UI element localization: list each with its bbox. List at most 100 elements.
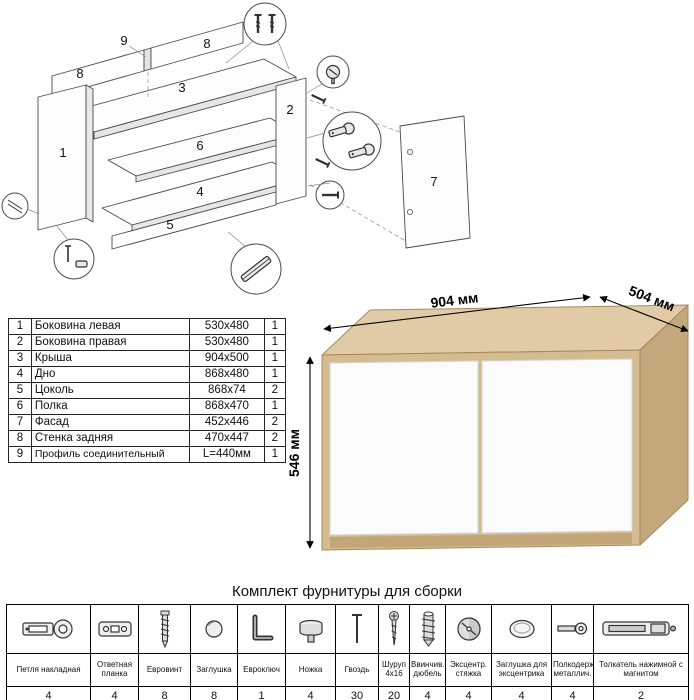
part-name: Цоколь xyxy=(30,382,191,399)
back-panel-right xyxy=(150,21,244,70)
hardware-qty: 2 xyxy=(593,686,689,700)
cam-glyph xyxy=(325,64,341,85)
hardware-name: Петля накладная xyxy=(6,653,91,687)
hinge-glyph xyxy=(348,143,375,159)
part-label-1: 1 xyxy=(59,145,66,160)
part-size: L=440мм xyxy=(189,446,265,463)
push-latch-icon xyxy=(593,604,689,654)
screw-glyph xyxy=(315,158,331,169)
hardware-names-row: Петля накладная Ответная планка Евровинт… xyxy=(6,653,689,687)
part-size: 904x500 xyxy=(189,350,265,367)
dimension-arrows xyxy=(306,294,689,549)
foot-icon xyxy=(285,604,336,654)
cabinet-door-left xyxy=(329,360,479,536)
part-name: Профиль соединительный xyxy=(30,446,191,463)
cam-cap-icon xyxy=(491,604,552,654)
hardware-name: Эксцентр. стяжка xyxy=(445,653,492,687)
part-name: Крыша xyxy=(30,350,191,367)
hinge-mount-dots xyxy=(406,148,413,215)
cam-lock-icon xyxy=(445,604,492,654)
cabinet-3d-view: 904 мм 504 мм 546 мм xyxy=(288,283,689,551)
part-name: Боковина правая xyxy=(30,334,191,351)
part-name: Стенка задняя xyxy=(30,430,191,447)
hardware-name: Шуруп 4х16 xyxy=(378,653,410,687)
hinge-icon xyxy=(6,604,91,654)
hardware-name: Ввинчив. дюбель xyxy=(409,653,446,687)
hex-key-icon xyxy=(237,604,286,654)
hardware-qty: 4 xyxy=(491,686,552,700)
table-row: 2 Боковина правая 530x480 1 xyxy=(8,334,287,351)
hardware-name: Полкодерж. металлич. xyxy=(551,653,594,687)
part-number: 4 xyxy=(8,366,32,383)
callout-foot-circle xyxy=(53,238,95,280)
table-row: 8 Стенка задняя 470x447 2 xyxy=(8,430,287,447)
part-label-8b: 8 xyxy=(203,36,210,51)
height-dimension-label: 546 мм xyxy=(288,429,302,477)
screw-dowel-icon xyxy=(409,604,446,654)
nail-glyph xyxy=(65,245,71,262)
table-row: 5 Цоколь 868x74 2 xyxy=(8,382,287,399)
part-label-9: 9 xyxy=(120,33,127,48)
hardware-name: Ответная планка xyxy=(90,653,139,687)
left-side-panel-edge xyxy=(85,84,94,223)
hardware-kit-table: Петля накладная Ответная планка Евровинт… xyxy=(6,604,689,700)
hardware-name: Толкатель нажимной с магнитом xyxy=(593,653,689,687)
screw-glyph xyxy=(268,14,276,33)
part-size: 868x470 xyxy=(189,398,265,415)
profile-glyph xyxy=(240,255,272,283)
hardware-name: Евровинт xyxy=(138,653,191,687)
hardware-qty: 30 xyxy=(335,686,379,700)
part-name: Фасад xyxy=(30,414,191,431)
part-label-4: 4 xyxy=(196,184,203,199)
hinge-glyph xyxy=(328,122,355,138)
callout-edge-circle xyxy=(1,192,29,220)
part-qty: 1 xyxy=(263,318,287,335)
hardware-icons-row xyxy=(6,604,689,654)
part-size: 530x480 xyxy=(189,334,265,351)
hardware-qty: 4 xyxy=(90,686,139,700)
screw-glyph xyxy=(311,94,327,105)
hardware-qty: 8 xyxy=(190,686,238,700)
table-row: 9 Профиль соединительный L=440мм 1 xyxy=(8,446,287,463)
hardware-name: Заглушка xyxy=(190,653,238,687)
part-name: Полка xyxy=(30,398,191,415)
part-label-5: 5 xyxy=(166,217,173,232)
assembly-guide-lines xyxy=(147,72,405,241)
part-number: 2 xyxy=(8,334,32,351)
part-size: 452x446 xyxy=(189,414,265,431)
part-qty: 2 xyxy=(263,414,287,431)
right-side-panel xyxy=(275,77,307,205)
part-number: 1 xyxy=(8,318,32,335)
part-name: Дно xyxy=(30,366,191,383)
part-size: 530x480 xyxy=(189,318,265,335)
screw-glyph xyxy=(322,191,339,199)
callout-hinges-circle xyxy=(322,111,382,171)
foot-glyph xyxy=(75,260,88,268)
nail-icon xyxy=(335,604,379,654)
cap-icon xyxy=(190,604,238,654)
screw-icon xyxy=(378,604,410,654)
cabinet-top-face xyxy=(321,304,689,356)
part-qty: 1 xyxy=(263,446,287,463)
part-label-2: 2 xyxy=(286,102,293,117)
part-size: 470x447 xyxy=(189,430,265,447)
hardware-kit-title: Комплект фурнитуры для сборки xyxy=(231,583,463,600)
strike-plate-icon xyxy=(90,604,139,654)
hardware-name: Гвоздь xyxy=(335,653,379,687)
hardware-qty: 1 xyxy=(237,686,286,700)
hardware-qty: 20 xyxy=(378,686,410,700)
hardware-qty: 4 xyxy=(551,686,594,700)
table-row: 1 Боковина левая 530x480 1 xyxy=(8,318,287,335)
part-qty: 1 xyxy=(263,398,287,415)
part-qty: 1 xyxy=(263,350,287,367)
hardware-qty: 4 xyxy=(6,686,91,700)
width-dimension-label: 904 мм xyxy=(430,289,480,311)
part-number: 3 xyxy=(8,350,32,367)
hardware-qty-row: 4 4 8 8 1 4 30 20 4 4 4 4 2 xyxy=(6,686,689,700)
edge-profile-glyph xyxy=(7,199,23,214)
table-row: 7 Фасад 452x446 2 xyxy=(8,414,287,431)
hardware-qty: 8 xyxy=(138,686,191,700)
part-qty: 2 xyxy=(263,382,287,399)
cabinet-plinth-recess xyxy=(330,533,632,548)
